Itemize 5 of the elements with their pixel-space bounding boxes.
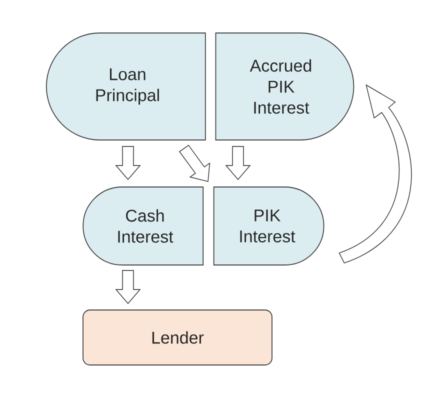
block-arrow — [115, 146, 141, 180]
block-arrow — [225, 146, 251, 180]
process-box: Lender — [82, 310, 272, 366]
block-arrow — [115, 270, 141, 304]
block-arrow — [338, 84, 412, 264]
